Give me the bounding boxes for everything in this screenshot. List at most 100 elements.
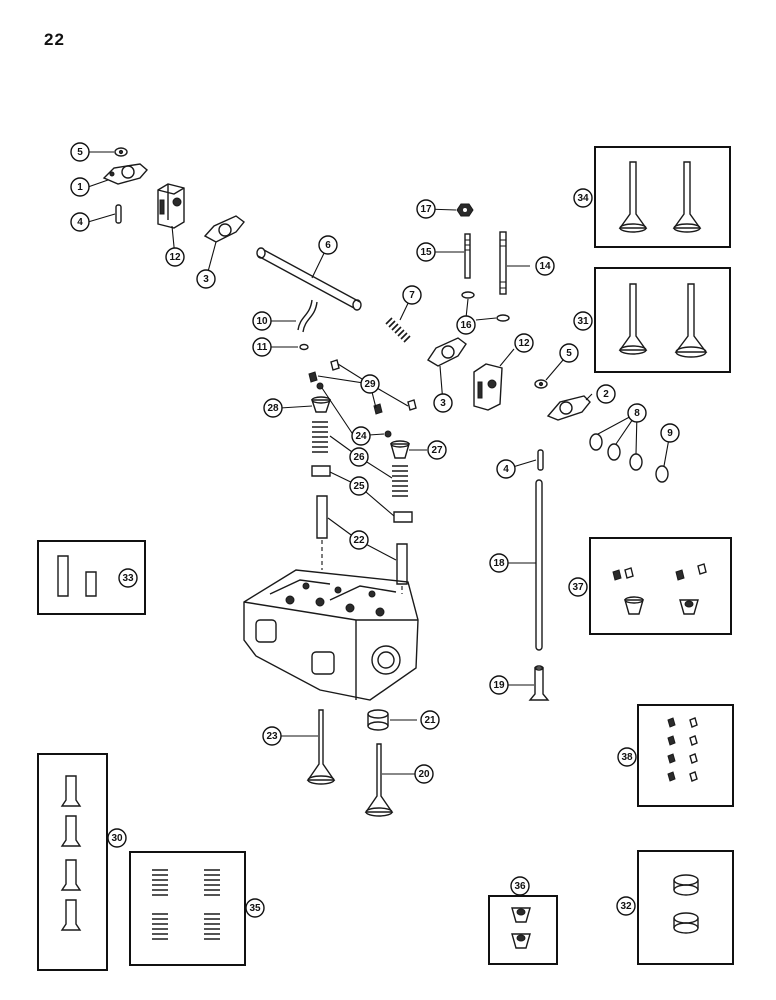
callout-number: 26: [353, 452, 365, 463]
callout-number: 3: [203, 274, 209, 285]
callout-circle: [627, 403, 647, 423]
callout-circle: [568, 577, 588, 597]
callout-number: 20: [418, 769, 430, 780]
callout-c34: 34: [573, 188, 593, 208]
callout-number: 36: [514, 881, 526, 892]
callout-circle: [514, 333, 534, 353]
valve-seals-24: [316, 382, 392, 438]
callout-number: 24: [355, 431, 367, 442]
cylinder-head: [243, 569, 419, 701]
callout-number: 35: [249, 903, 261, 914]
callout-circle: [489, 675, 509, 695]
callout-circle: [420, 710, 440, 730]
callout-c26: 26: [349, 447, 369, 467]
callout-circle: [489, 553, 509, 573]
callout-circle: [414, 764, 434, 784]
callout-number: 17: [420, 204, 432, 215]
callout-circle: [349, 447, 369, 467]
callout-c35: 35: [245, 898, 265, 918]
callout-circle: [245, 898, 265, 918]
callout-number: 12: [169, 252, 181, 263]
callout-circle: [496, 459, 516, 479]
oil-line-10: [297, 299, 318, 333]
rocker-arm-3-center: [427, 337, 467, 367]
callout-c9: 9: [660, 423, 680, 443]
callout-number: 15: [420, 247, 432, 258]
rocker-arm-3-left: [203, 215, 245, 243]
callout-c2: 2: [596, 384, 616, 404]
shaft-spring-7: [385, 317, 411, 343]
callout-number: 5: [566, 348, 572, 359]
nut-17: [456, 203, 474, 217]
callout-circle: [70, 142, 90, 162]
kit-box-35: [129, 851, 246, 966]
callout-c31: 31: [573, 311, 593, 331]
rocker-bracket-12-left: [157, 183, 185, 229]
callout-circle: [262, 726, 282, 746]
leader-lines: [87, 151, 671, 775]
callout-circle: [360, 374, 380, 394]
callout-number: 7: [409, 290, 415, 301]
callout-c24: 24: [351, 426, 371, 446]
callout-layer: 1233445567891011121214151617181920212223…: [70, 142, 680, 918]
callout-c19: 19: [489, 675, 509, 695]
kit-box-38: [637, 704, 734, 807]
callout-c37: 37: [568, 577, 588, 597]
callout-circle: [596, 384, 616, 404]
callout-c30: 30: [107, 828, 127, 848]
callout-number: 25: [353, 481, 365, 492]
callout-c12a: 12: [165, 247, 185, 267]
callout-circle: [660, 423, 680, 443]
callout-c29: 29: [360, 374, 380, 394]
callout-number: 19: [493, 680, 505, 691]
callout-c4b: 4: [496, 459, 516, 479]
callout-circle: [70, 177, 90, 197]
push-rod-18: [535, 479, 543, 651]
kit-box-30: [37, 753, 108, 971]
spring-retainer-28: [311, 396, 331, 413]
page-number: 22: [44, 30, 65, 49]
callout-c1: 1: [70, 177, 90, 197]
adjusting-screw-4-left: [115, 204, 122, 224]
stud-14: [499, 231, 507, 295]
callout-c3b: 3: [433, 393, 453, 413]
callout-number: 29: [364, 379, 376, 390]
kit-box-34: [594, 146, 731, 248]
callout-c28: 28: [263, 398, 283, 418]
callout-circle: [616, 896, 636, 916]
callout-circle: [416, 242, 436, 262]
callout-number: 11: [257, 342, 268, 353]
o-ring-11: [299, 343, 309, 351]
callout-circle: [196, 269, 216, 289]
callout-number: 14: [539, 261, 551, 272]
callout-c18: 18: [489, 553, 509, 573]
valve-20: [364, 743, 394, 817]
nut-5-right: [534, 379, 548, 389]
rocker-arm-2: [546, 395, 591, 421]
rocker-shaft-6: [256, 247, 362, 311]
callout-c11: 11: [252, 337, 272, 357]
callout-number: 5: [77, 147, 83, 158]
callout-circle: [165, 247, 185, 267]
rocker-arm-1: [102, 163, 148, 185]
callout-circle: [559, 343, 579, 363]
callout-c32: 32: [616, 896, 636, 916]
callout-circle: [433, 393, 453, 413]
callout-circle: [70, 212, 90, 232]
callout-c8: 8: [627, 403, 647, 423]
callout-circle: [263, 398, 283, 418]
spring-seats-25: [311, 465, 413, 523]
callout-circle: [402, 285, 422, 305]
callout-c5a: 5: [70, 142, 90, 162]
valve-23: [306, 709, 336, 785]
callout-c27: 27: [427, 440, 447, 460]
callout-circle: [349, 476, 369, 496]
callout-circle: [573, 311, 593, 331]
snap-ring-9: [655, 465, 669, 483]
callout-number: 10: [256, 316, 268, 327]
callout-number: 3: [440, 398, 446, 409]
callout-c6: 6: [318, 235, 338, 255]
callout-circle: [252, 337, 272, 357]
callout-c16: 16: [456, 315, 476, 335]
